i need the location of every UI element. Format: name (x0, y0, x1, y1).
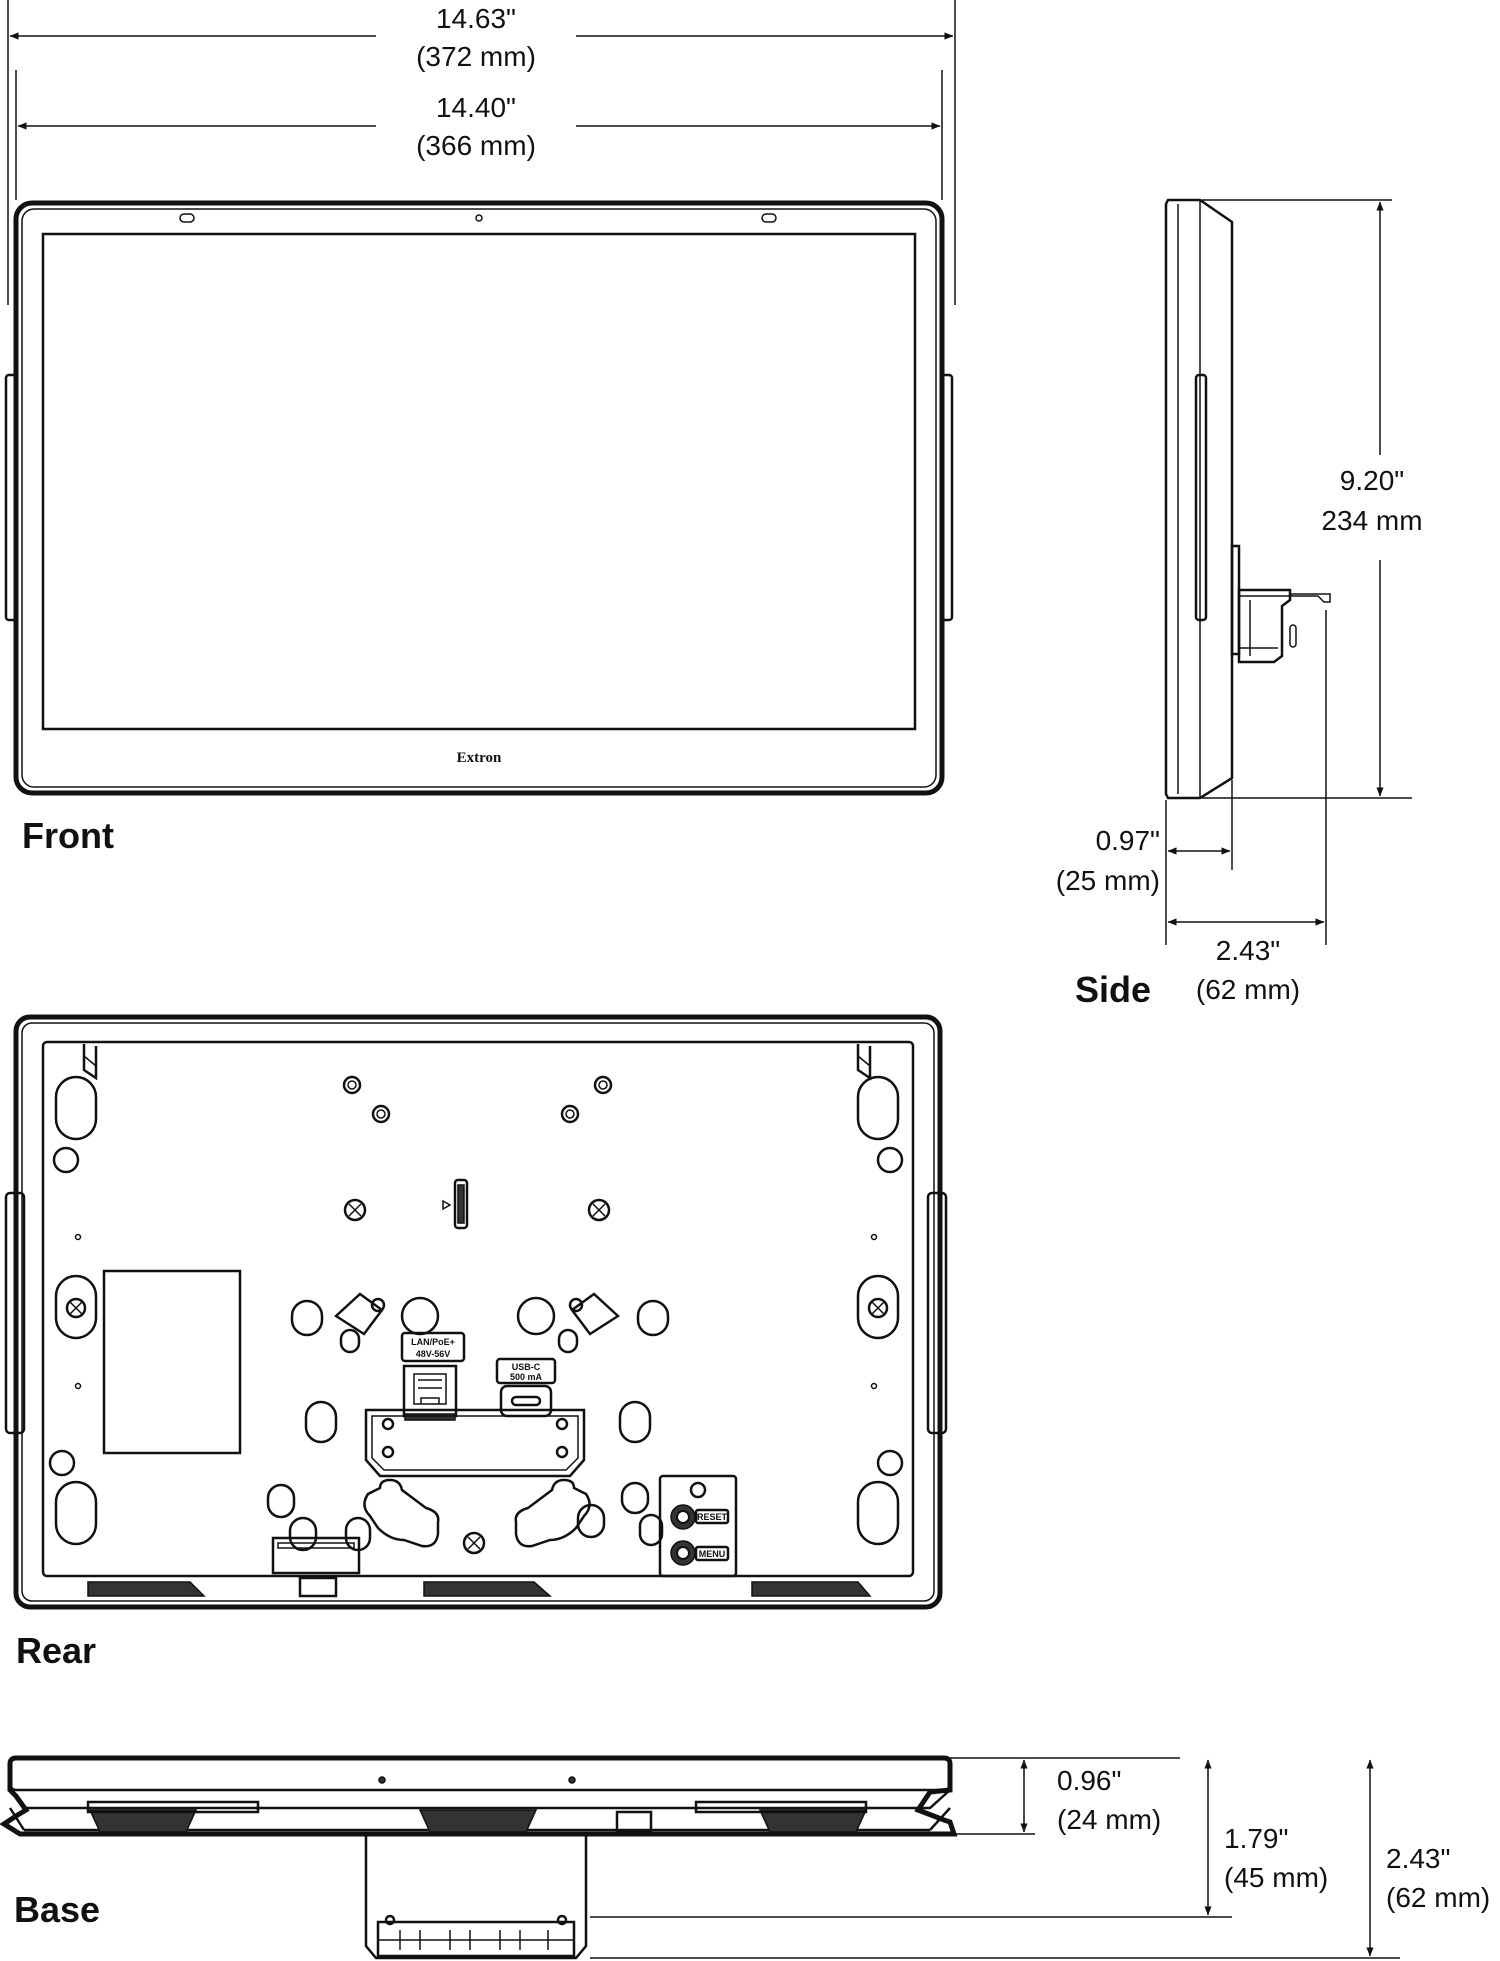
base-depth-1-in: 0.96" (1057, 1765, 1121, 1796)
side-label: Side (1075, 969, 1151, 1010)
usb-port-label: USB-C (512, 1362, 541, 1372)
overall-width-mm: (372 mm) (416, 41, 536, 72)
rear-view: LAN/PoE+ 48V-56V USB-C 500 mA (4, 1014, 948, 1671)
overall-width-dimension: 14.63" (372 mm) (9, 3, 954, 72)
reset-button-label: RESET (697, 1512, 728, 1522)
base-depth-1-mm: (24 mm) (1057, 1804, 1161, 1835)
side-depth-front-mm: (25 mm) (1056, 865, 1160, 896)
front-label: Front (22, 815, 114, 856)
base-depth-2-dimension: 1.79" (45 mm) (1204, 1759, 1328, 1916)
side-depth-total-dimension: 2.43" (62 mm) (1167, 918, 1325, 1005)
side-depth-front-dimension: 0.97" (25 mm) (1056, 825, 1231, 896)
base-view: 0.96" (24 mm) 1.79" (45 mm) 2.43" (62 mm… (0, 1755, 1490, 1960)
height-mm: 234 mm (1321, 505, 1422, 536)
base-depth-2-in: 1.79" (1224, 1823, 1288, 1854)
base-depth-2-mm: (45 mm) (1224, 1862, 1328, 1893)
overall-width-in: 14.63" (436, 3, 516, 34)
base-depth-3-in: 2.43" (1386, 1843, 1450, 1874)
side-view: 9.20" 234 mm 0.97" (25 mm) 2.43" (62 mm)… (1056, 198, 1423, 1010)
menu-button-label: MENU (699, 1549, 726, 1559)
height-in: 9.20" (1340, 465, 1404, 496)
front-view: 14.63" (372 mm) 14.40" (366 mm) Extron F… (4, 0, 956, 856)
base-depth-3-dimension: 2.43" (62 mm) (1366, 1759, 1490, 1957)
lan-port-label: LAN/PoE+ (411, 1337, 455, 1347)
side-depth-total-mm: (62 mm) (1196, 974, 1300, 1005)
side-depth-front-in: 0.97" (1096, 825, 1160, 856)
body-width-dimension: 14.40" (366 mm) (17, 92, 941, 161)
base-label: Base (14, 1889, 100, 1930)
rear-label: Rear (16, 1630, 96, 1671)
body-width-in: 14.40" (436, 92, 516, 123)
side-depth-total-in: 2.43" (1216, 935, 1280, 966)
base-depth-3-mm: (62 mm) (1386, 1882, 1490, 1913)
base-depth-1-dimension: 0.96" (24 mm) (1020, 1759, 1161, 1835)
lan-port-sublabel: 48V-56V (416, 1349, 451, 1359)
usb-port-sublabel: 500 mA (510, 1372, 543, 1382)
height-dimension: 9.20" 234 mm (1321, 201, 1423, 797)
brand-logo: Extron (457, 750, 502, 766)
body-width-mm: (366 mm) (416, 130, 536, 161)
